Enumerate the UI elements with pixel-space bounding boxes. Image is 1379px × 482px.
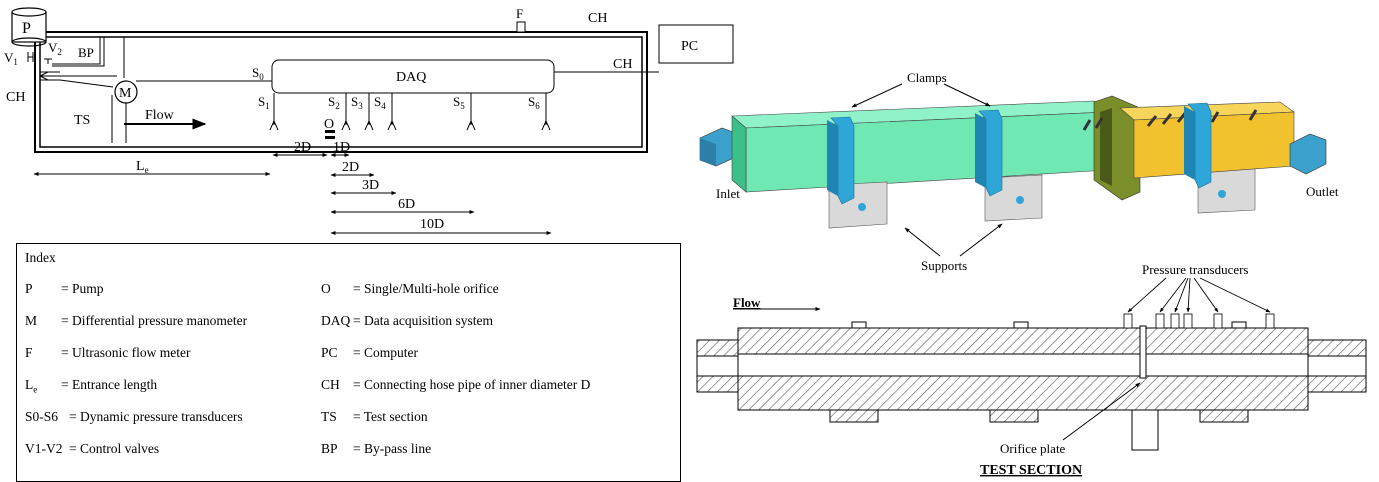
section-bore	[737, 353, 1309, 377]
manometer	[114, 80, 138, 104]
dim-3d: 3D	[362, 178, 379, 193]
flow-meter-label: F	[516, 6, 523, 21]
hose-loop-outer	[34, 31, 648, 153]
flow-label: Flow	[145, 108, 175, 123]
sensor-s3-label: S3	[351, 94, 363, 111]
pump-tank: P	[11, 7, 47, 47]
dim-1d: 1D	[333, 140, 350, 155]
index-legend: Index P = Pump M = Differential pressure…	[16, 243, 681, 482]
hose-top-label: CH	[588, 11, 607, 26]
test-section-cutaway: Pressure transducers Flow	[696, 262, 1367, 478]
clamps-label: Clamps	[907, 70, 947, 85]
schematic: P V1 V2 BP M F	[4, 6, 734, 235]
outlet-fitting	[1289, 133, 1327, 175]
supports-label: Supports	[921, 258, 967, 273]
pipe-body	[731, 100, 1109, 193]
orifice-mark-bottom	[325, 136, 335, 139]
valve-v1-label: V1	[4, 50, 18, 67]
sensor-s4-label: S4	[374, 94, 386, 111]
valve-v1	[27, 52, 34, 62]
transducer-ports	[1123, 313, 1275, 329]
sensor-lines	[269, 93, 551, 131]
section-flow-label: Flow	[733, 295, 761, 310]
bypass-label: BP	[78, 45, 94, 60]
flow-meter	[516, 21, 526, 33]
hose-right-label: CH	[613, 57, 632, 72]
orifice-plate	[1139, 325, 1147, 379]
computer-label: PC	[681, 39, 698, 54]
clamps	[827, 102, 1212, 205]
bypass-line-b	[52, 37, 105, 67]
index-title: Index	[25, 250, 56, 265]
inlet-label: Inlet	[716, 186, 740, 201]
sensor-s0-label: S0	[252, 65, 264, 82]
sensor-s5-label: S5	[453, 94, 465, 111]
section-title: TEST SECTION	[980, 463, 1082, 478]
orifice-plate-label: Orifice plate	[1000, 441, 1066, 456]
test-section-3d: Clamps Supports Inlet Outlet	[699, 70, 1339, 273]
hose-left-label: CH	[6, 90, 25, 105]
orifice-label: O	[324, 117, 334, 132]
inlet-fitting	[699, 127, 739, 167]
daq-box	[271, 59, 555, 94]
sensor-s2-label: S2	[328, 94, 340, 111]
dim-2d: 2D	[342, 160, 359, 175]
dim-6d: 6D	[398, 197, 415, 212]
sensor-s6-label: S6	[528, 94, 540, 111]
supports	[828, 166, 1256, 229]
orifice-mark-top	[325, 130, 335, 133]
bypass-line-a	[52, 37, 101, 65]
pump-label: P	[22, 20, 31, 37]
daq-label: DAQ	[396, 70, 426, 85]
dim-2d-upstream: 2D	[294, 140, 311, 155]
hose-loop-inner	[39, 36, 643, 148]
entrance-length-label: Le	[136, 159, 149, 175]
test-section-label: TS	[74, 113, 90, 128]
transducer-leaders	[1127, 277, 1271, 313]
sensor-s1-label: S1	[258, 94, 270, 111]
outlet-label: Outlet	[1306, 184, 1339, 199]
pressure-transducers-label: Pressure transducers	[1142, 262, 1249, 277]
computer-box	[658, 24, 734, 64]
dim-10d: 10D	[420, 217, 444, 232]
valve-v2	[44, 58, 52, 64]
valve-v2-label: V2	[48, 40, 62, 57]
manometer-label: M	[119, 86, 132, 101]
flange	[1093, 95, 1141, 201]
dimension-lines	[33, 153, 552, 235]
